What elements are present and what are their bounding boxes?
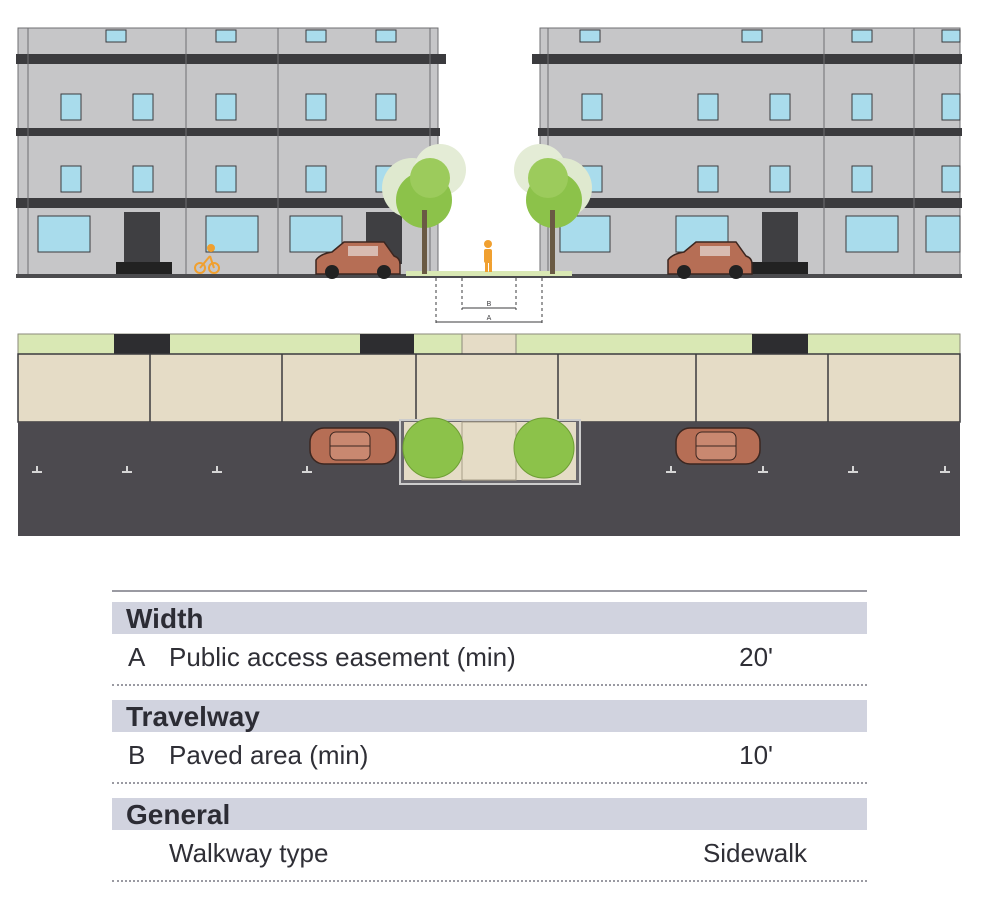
street-diagram: B A (16, 27, 962, 536)
row-label: Paved area (min) (169, 740, 369, 770)
table-row: Walkway type Sidewalk (112, 830, 867, 882)
section-header-width: Width (112, 602, 867, 634)
row-label: Public access easement (min) (169, 642, 516, 672)
dimension-label-a: A (487, 315, 492, 322)
row-label: Walkway type (169, 838, 329, 868)
car-plan-left (309, 427, 397, 465)
right-building (532, 27, 962, 277)
car-plan-right (675, 427, 761, 465)
row-code: B (128, 740, 146, 770)
plan-view (17, 333, 961, 536)
pedestrian-figure (484, 240, 492, 272)
spec-table: Width A Public access easement (min) 20'… (112, 590, 867, 896)
car-side-left (315, 241, 401, 279)
tree-plan-right (513, 417, 575, 479)
tree-left (382, 144, 466, 274)
tree-right (514, 144, 592, 274)
tree-plan-left (402, 417, 464, 479)
elevation-view: B A (16, 27, 962, 326)
table-top-rule (112, 590, 867, 592)
dimension-markers (435, 278, 543, 326)
section-header-travelway: Travelway (112, 700, 867, 732)
row-value: 10' (739, 740, 773, 770)
table-row: A Public access easement (min) 20' (112, 634, 867, 686)
car-side-right (667, 241, 753, 279)
row-value: 20' (739, 642, 773, 672)
table-row: B Paved area (min) 10' (112, 732, 867, 784)
left-building (16, 27, 446, 277)
parking-markers (32, 466, 950, 473)
section-header-general: General (112, 798, 867, 830)
row-value: Sidewalk (702, 838, 807, 868)
cyclist-figure (194, 244, 220, 274)
row-code: A (128, 642, 146, 672)
dimension-label-b: B (487, 301, 492, 308)
